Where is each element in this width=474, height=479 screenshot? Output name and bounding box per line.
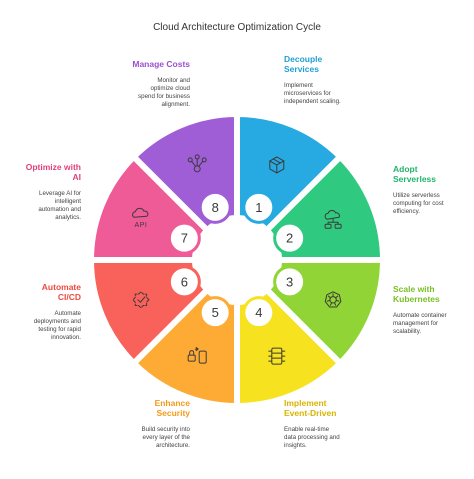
- step-number: 1: [255, 200, 262, 215]
- gear-check-icon: [132, 291, 150, 309]
- number-circle: [198, 296, 232, 330]
- step-description: Enable real-time: [284, 426, 330, 433]
- step-description: deployments and: [34, 318, 82, 325]
- step-number: 5: [212, 305, 219, 320]
- step-title: Decouple: [284, 54, 323, 64]
- step-8-badge: 8: [198, 190, 232, 224]
- step-description: Leverage AI for: [39, 190, 81, 197]
- step-number: 4: [255, 305, 262, 320]
- step-description: alignment.: [161, 101, 190, 108]
- step-title: Kubernetes: [393, 294, 440, 304]
- step-description: innovation.: [51, 334, 81, 341]
- step-description: scalability.: [393, 328, 421, 335]
- step-description: analytics.: [55, 214, 81, 221]
- step-title: Serverless: [393, 174, 436, 184]
- serverless-cloud-icon: [324, 210, 342, 229]
- step-description: Utilize serverless: [393, 192, 440, 199]
- step-title: Automate: [42, 282, 81, 292]
- step-title: Event-Driven: [284, 408, 336, 418]
- step-description: computing for cost: [393, 200, 444, 207]
- step-description: optimize cloud: [150, 85, 190, 92]
- number-circle: [198, 190, 232, 224]
- step-description: architecture.: [156, 442, 190, 449]
- step-5-badge: 5: [198, 296, 232, 330]
- step-1-badge: 1: [242, 190, 276, 224]
- kubernetes-icon: [324, 291, 342, 308]
- step-description: intelligent: [55, 198, 81, 205]
- step-4-badge: 4: [242, 296, 276, 330]
- lock-device-icon: [187, 347, 207, 364]
- step-title: Services: [284, 64, 319, 74]
- step-icons: API: [132, 154, 342, 365]
- step-2-badge: 2: [273, 221, 307, 255]
- step-number: 6: [181, 274, 188, 289]
- step-title: CI/CD: [58, 292, 81, 302]
- api-cloud-icon: API: [132, 207, 149, 229]
- step-number: 2: [286, 231, 293, 246]
- step-number: 7: [181, 231, 188, 246]
- page-title: Cloud Architecture Optimization Cycle: [153, 22, 321, 33]
- api-icon-label: API: [135, 222, 148, 229]
- number-circle: [242, 190, 276, 224]
- box-icon: [269, 156, 285, 174]
- number-circle: [273, 265, 307, 299]
- step-description: independent scaling.: [284, 98, 341, 105]
- step-description: efficiency.: [393, 208, 420, 215]
- step-description: Build security into: [142, 426, 191, 433]
- step-number: 8: [212, 200, 219, 215]
- step-number: 3: [286, 274, 293, 289]
- step-title: Optimize with: [26, 162, 81, 172]
- database-stack-icon: [268, 347, 286, 365]
- step-3-badge: 3: [273, 265, 307, 299]
- step-title: Implement: [284, 398, 327, 408]
- cycle-ring: [88, 111, 386, 409]
- step-6-badge: 6: [167, 265, 201, 299]
- step-description: Automate container: [393, 312, 447, 319]
- number-circle: [242, 296, 276, 330]
- step-description: automation and: [38, 206, 81, 213]
- step-description: Automate: [55, 310, 82, 317]
- number-circle: [167, 221, 201, 255]
- step-title: Enhance: [155, 398, 191, 408]
- step-description: Monitor and: [157, 77, 190, 84]
- step-7-badge: 7: [167, 221, 201, 255]
- number-circle: [167, 265, 201, 299]
- number-circle: [273, 221, 307, 255]
- step-description: every layer of the: [143, 434, 191, 441]
- step-description: Implement: [284, 82, 313, 89]
- step-description: microservices for: [284, 90, 331, 97]
- step-description: insights.: [284, 442, 307, 449]
- step-title: AI: [73, 172, 82, 182]
- step-title: Manage Costs: [132, 59, 190, 69]
- step-description: spend for business: [138, 93, 190, 100]
- cost-network-icon: [187, 154, 207, 173]
- step-title: Adopt: [393, 164, 418, 174]
- step-description: data processing and: [284, 434, 340, 441]
- step-description: management for: [393, 320, 438, 327]
- step-title: Scale with: [393, 284, 435, 294]
- step-title: Security: [156, 408, 190, 418]
- step-number-circles: 1 2 3 4 5 6 7 8: [167, 190, 307, 330]
- step-description: testing for rapid: [38, 326, 81, 333]
